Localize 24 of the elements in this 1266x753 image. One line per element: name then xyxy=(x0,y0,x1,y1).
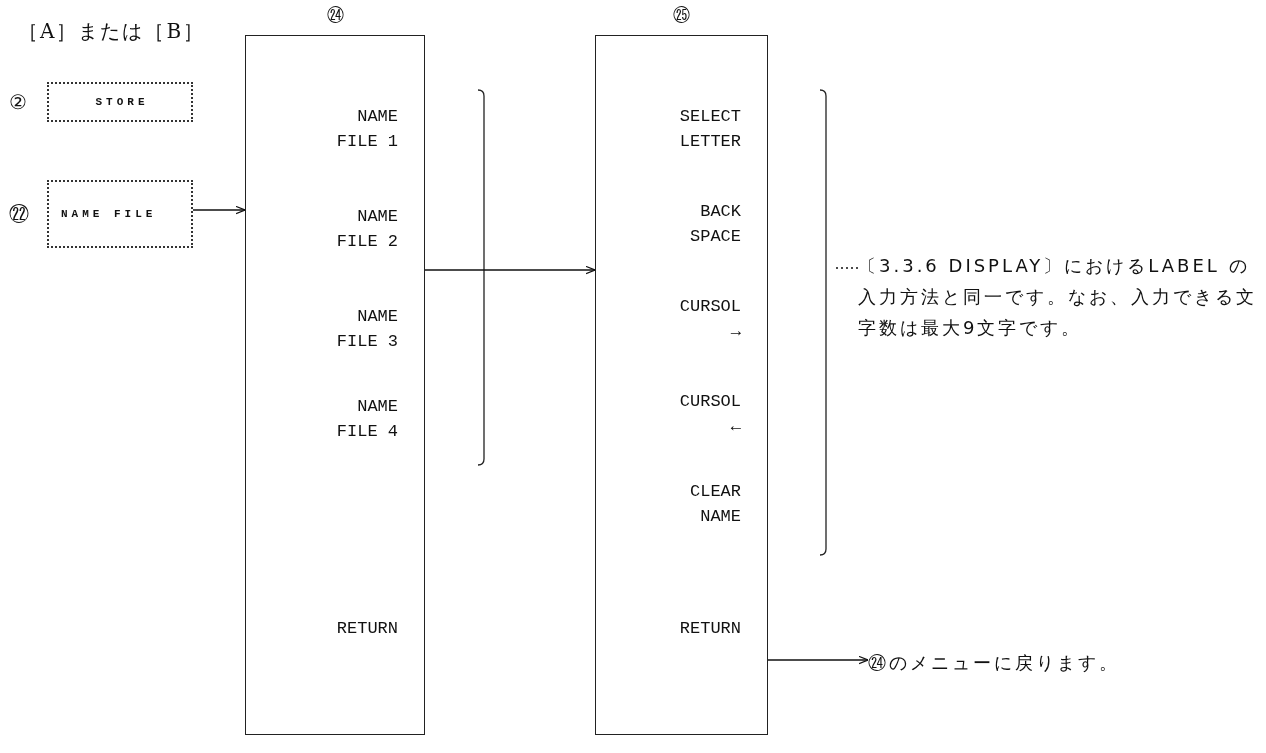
menu-item: NAME FILE 3 xyxy=(335,306,398,353)
arrow xyxy=(424,265,596,275)
note-text: 〔3.3.6 DISPLAY〕におけるLABEL の入力方法と同一です。なお、入力できる文字数は最大9文字です。 xyxy=(858,250,1258,385)
menu-item: RETURN xyxy=(335,618,398,640)
menu-item: CURSOL ← xyxy=(678,391,741,438)
menu-item: RETURN xyxy=(678,618,741,640)
key-label: ［A］または［B］ xyxy=(18,18,206,45)
menu-item: NAME FILE 4 xyxy=(335,396,398,443)
key-label: NAME FILE xyxy=(60,208,158,220)
menu-item: BACK SPACE xyxy=(689,201,741,248)
menu-item: CLEAR NAME xyxy=(689,481,741,528)
menu-item: NAME FILE 2 xyxy=(335,206,398,253)
note-text: ㉔のメニューに戻ります。 xyxy=(868,647,1158,677)
menu-number: ㉔ xyxy=(325,6,345,28)
key-label: STORE xyxy=(94,96,150,108)
leader-line xyxy=(833,267,859,269)
arrow xyxy=(192,205,246,215)
menu-number: ㉕ xyxy=(672,6,691,28)
menu-item: CURSOL → xyxy=(678,296,741,343)
menu-item: NAME FILE 1 xyxy=(335,106,398,153)
callout-number: ② xyxy=(9,90,27,114)
callout-number: ㉒ xyxy=(9,202,29,226)
arrow xyxy=(767,655,869,665)
menu-item: SELECT LETTER xyxy=(678,106,741,153)
